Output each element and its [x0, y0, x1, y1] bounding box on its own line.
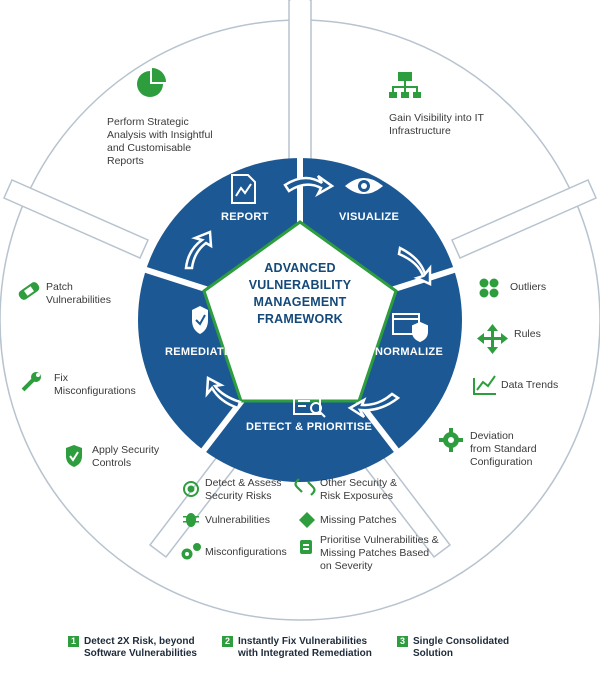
detect-item-missing-patches: Missing Patches — [320, 514, 397, 526]
report-doc-icon — [231, 174, 256, 204]
benefit-line: with Integrated Remediation — [238, 648, 372, 659]
normalize-item-rules: Rules — [514, 328, 541, 340]
center-title: ADVANCED VULNERABILITY MANAGEMENT FRAMEW… — [230, 260, 370, 328]
remediate-item-controls: Apply Security Controls — [92, 444, 159, 470]
normalize-item-data-trends: Data Trends — [501, 379, 559, 391]
remediate-item-patch: Patch Vulnerabilities — [46, 281, 111, 307]
remediate-item-fix: Fix Misconfigurations — [54, 372, 136, 398]
report-desc-line: and Customisable — [107, 142, 192, 154]
visualize-desc-line: Infrastructure — [389, 125, 451, 137]
detect-item-exposures: Other Security & Risk Exposures — [320, 477, 397, 503]
network-icon — [389, 72, 421, 98]
eye-icon — [345, 178, 383, 194]
search-list-icon — [293, 389, 326, 418]
bandage-icon — [18, 282, 40, 300]
visualize-desc-line: Gain Visibility into IT — [389, 112, 484, 124]
benefit-line: Detect 2X Risk, beyond — [84, 636, 195, 647]
deviation-line: Configuration — [470, 456, 533, 468]
center-line-4: FRAMEWORK — [257, 312, 343, 326]
shield-hand-icon — [192, 306, 208, 334]
segment-label-remediate: REMEDIATE — [165, 346, 232, 358]
line-chart-icon — [473, 375, 496, 395]
pie-chart-icon — [137, 68, 166, 97]
remediate-line: Misconfigurations — [54, 385, 136, 397]
visualize-description: Gain Visibility into IT Infrastructure — [389, 112, 484, 138]
report-description: Perform Strategic Analysis with Insightf… — [107, 116, 213, 168]
benefit-number-badge: 1 — [68, 636, 79, 647]
center-line-2: VULNERABILITY — [248, 278, 352, 292]
benefit-line: Solution — [413, 648, 453, 659]
benefit-text: Instantly Fix Vulnerabilities with Integ… — [238, 636, 372, 660]
bug-icon — [183, 513, 199, 527]
remediate-line: Fix — [54, 372, 68, 384]
normalize-item-outliers: Outliers — [510, 281, 547, 293]
diamond-icon — [299, 512, 315, 528]
gear-icon — [439, 428, 463, 452]
benefit-number-badge: 2 — [222, 636, 233, 647]
shield-check-icon — [66, 445, 82, 467]
benefit-number-badge: 3 — [397, 636, 408, 647]
detect-line: Risk Exposures — [320, 490, 393, 502]
broken-link-icon — [294, 478, 316, 496]
detect-line: Missing Patches Based — [320, 547, 430, 559]
remediate-line: Patch — [46, 281, 73, 293]
detect-item-assess: Detect & Assess Security Risks — [205, 477, 281, 503]
report-desc-line: Reports — [107, 155, 144, 167]
target-icon — [183, 481, 199, 497]
center-line-1: ADVANCED — [264, 261, 336, 275]
segment-label-visualize: VISUALIZE — [339, 211, 400, 223]
remediate-line: Vulnerabilities — [46, 294, 111, 306]
detect-line: Detect & Assess — [205, 477, 282, 489]
segment-label-normalize: NORMALIZE — [375, 346, 444, 358]
gears-icon — [181, 543, 201, 560]
benefit-line: Single Consolidated — [413, 636, 510, 647]
benefit-line: Instantly Fix Vulnerabilities — [238, 636, 368, 647]
browser-shield-icon — [392, 313, 428, 343]
remediate-line: Controls — [92, 457, 132, 469]
benefit-text: Single Consolidated Solution — [413, 636, 509, 660]
detect-item-vulnerabilities: Vulnerabilities — [205, 514, 270, 526]
segment-label-detect: DETECT & PRIORITISE — [246, 421, 373, 433]
detect-line: on Severity — [320, 560, 373, 572]
benefit-text: Detect 2X Risk, beyond Software Vulnerab… — [84, 636, 197, 660]
patch-sort-icon — [300, 540, 312, 554]
normalize-item-deviation: Deviation from Standard Configuration — [470, 430, 537, 469]
detect-line: Other Security & — [320, 477, 398, 489]
report-desc-line: Analysis with Insightful — [107, 129, 213, 141]
benefit-line: Software Vulnerabilities — [84, 648, 197, 659]
deviation-line: from Standard — [470, 443, 537, 455]
detect-line: Prioritise Vulnerabilities & — [320, 534, 439, 546]
arrows-move-icon — [477, 324, 508, 354]
wrench-icon — [21, 372, 41, 392]
dots-grid-icon — [479, 278, 499, 298]
detect-item-prioritise: Prioritise Vulnerabilities & Missing Pat… — [320, 534, 439, 573]
detect-line: Security Risks — [205, 490, 272, 502]
deviation-line: Deviation — [470, 430, 514, 442]
center-line-3: MANAGEMENT — [253, 295, 347, 309]
flow-arrows — [184, 174, 432, 419]
segment-label-report: REPORT — [221, 211, 269, 223]
detect-item-misconfigurations: Misconfigurations — [205, 546, 287, 558]
report-desc-line: Perform Strategic — [107, 116, 189, 128]
remediate-line: Apply Security — [92, 444, 160, 456]
